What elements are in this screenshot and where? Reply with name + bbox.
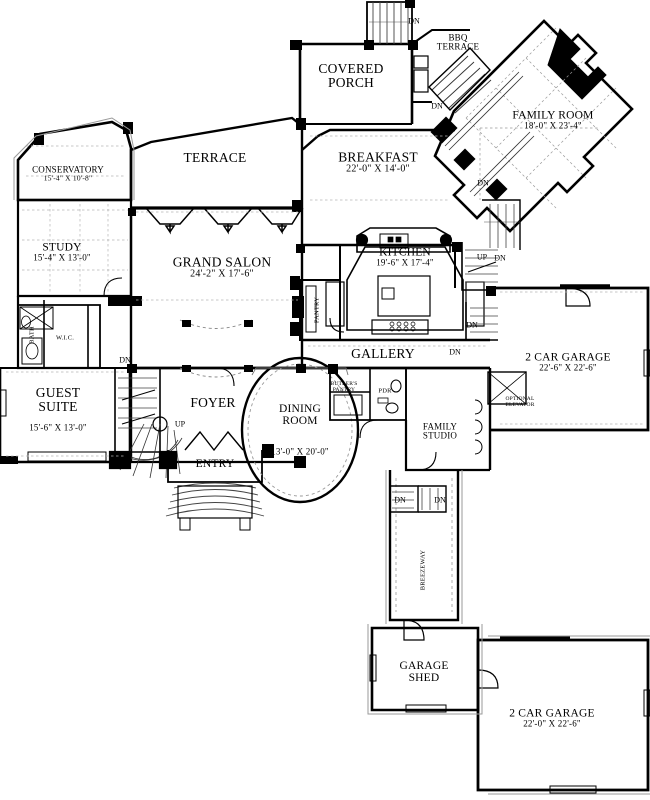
family-room-structure	[430, 19, 634, 233]
